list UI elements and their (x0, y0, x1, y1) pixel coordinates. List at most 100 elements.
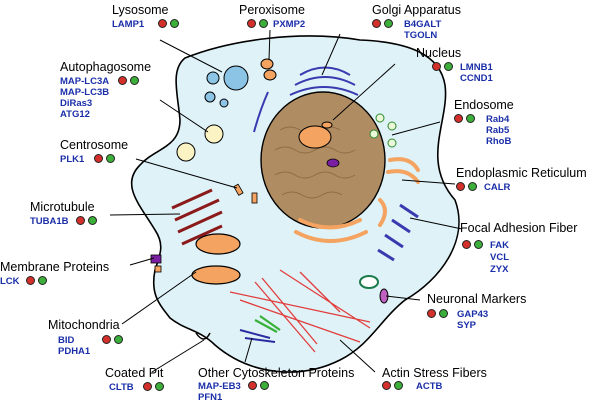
marker-name: MAP-EB3 (198, 381, 241, 392)
green-dot (130, 76, 139, 85)
marker-name: LAMP1 (112, 19, 145, 30)
label-title: Autophagosome (60, 60, 152, 74)
marker-name: DiRas3 (60, 98, 93, 109)
red-dot (158, 19, 167, 28)
green-dot (259, 19, 268, 28)
leader-lines (109, 29, 463, 373)
red-dot (454, 114, 463, 123)
label-title: Peroxisome (239, 3, 305, 17)
red-dot (143, 382, 152, 391)
label-title: Coated Pit (105, 366, 164, 380)
red-dot (456, 182, 465, 191)
actin-stress-fibers (229, 269, 371, 353)
green-dot (106, 154, 115, 163)
marker-name: Rab4 (486, 114, 510, 125)
membrane-protein (154, 265, 162, 273)
endosome (375, 113, 385, 123)
neuronal-vesicle (359, 275, 379, 289)
marker-name: B4GALT (404, 19, 442, 30)
marker-name: TUBA1B (30, 216, 69, 227)
marker-name: SYP (457, 320, 477, 331)
label-title: Endoplasmic Reticulum (456, 166, 587, 180)
red-dot (372, 19, 381, 28)
marker-name: LMNB1 (460, 62, 493, 73)
red-dot (462, 240, 471, 249)
label-title: Other Cytoskeleton Proteins (198, 366, 355, 380)
green-dot (170, 19, 179, 28)
centrosome (251, 192, 258, 204)
peroxisome (263, 69, 277, 81)
mitochondrion (191, 265, 241, 285)
label-title: Mitochondria (48, 318, 120, 332)
marker-name: CALR (484, 182, 511, 193)
marker-name: PFN1 (198, 392, 223, 403)
endosome (387, 121, 397, 131)
lysosome (206, 71, 220, 85)
marker-name: PDHA1 (58, 346, 91, 357)
marker-name: ATG12 (60, 109, 90, 120)
red-dot (102, 335, 111, 344)
label-title: Nucleus (416, 46, 462, 60)
red-dot (432, 62, 441, 71)
focal-adhesion-fiber (377, 203, 419, 262)
lysosome (219, 98, 229, 108)
label-title: Lysosome (112, 3, 169, 17)
green-dot (384, 19, 393, 28)
marker-name: FAK (490, 240, 509, 251)
centrosome (233, 183, 244, 196)
mitochondrion (195, 233, 241, 255)
green-dot (155, 382, 164, 391)
green-dot (444, 62, 453, 71)
marker-name: TGOLN (404, 30, 438, 41)
lysosome (204, 91, 216, 103)
label-title: Neuronal Markers (427, 292, 527, 306)
marker-name: ACTB (416, 381, 443, 392)
green-dot (466, 114, 475, 123)
marker-name: RhoB (486, 136, 512, 147)
marker-name: Rab5 (486, 125, 510, 136)
red-dot (427, 309, 436, 318)
marker-name: ZYX (490, 264, 509, 275)
red-dot (76, 216, 85, 225)
marker-name: LCK (0, 276, 20, 287)
cytoskeleton-green (254, 315, 281, 333)
label-title: Focal Adhesion Fiber (460, 221, 578, 235)
microtubule (171, 188, 223, 246)
marker-name: CLTB (109, 382, 134, 393)
label-title: Microtubule (30, 200, 95, 214)
coated-pit (195, 332, 211, 340)
cytoskeleton-other (239, 329, 276, 343)
green-dot (474, 240, 483, 249)
nucleus (260, 91, 386, 229)
label-title: Membrane Proteins (0, 260, 110, 274)
marker-name: BID (58, 335, 75, 346)
red-dot (118, 76, 127, 85)
label-title: Golgi Apparatus (372, 3, 461, 17)
green-dot (468, 182, 477, 191)
endosome (387, 138, 397, 148)
marker-name: VCL (490, 252, 509, 263)
red-dot (382, 381, 391, 390)
autophagosome (176, 142, 196, 162)
red-dot (248, 381, 257, 390)
peroxisome (260, 58, 274, 70)
green-dot (38, 276, 47, 285)
marker-name: PLK1 (60, 154, 85, 165)
marker-name: CCND1 (460, 73, 493, 84)
marker-name: PXMP2 (273, 19, 306, 30)
marker-name: GAP43 (457, 309, 489, 320)
green-dot (394, 381, 403, 390)
autophagosome (204, 124, 224, 144)
nuclear-body (326, 158, 340, 168)
membrane-protein (150, 254, 162, 264)
label-title: Actin Stress Fibers (382, 366, 487, 380)
marker-name: MAP-LC3A (60, 76, 110, 87)
green-dot (88, 216, 97, 225)
red-dot (94, 154, 103, 163)
endosome (369, 129, 379, 139)
nucleolus-inner (321, 121, 333, 129)
red-dot (26, 276, 35, 285)
green-dot (260, 381, 269, 390)
endoplasmic-reticulum (294, 157, 420, 243)
